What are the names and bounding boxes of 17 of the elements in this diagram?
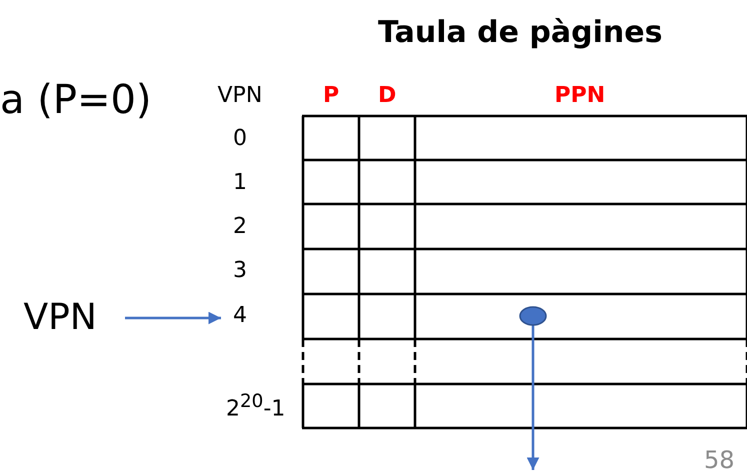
column-header: D [378,85,396,107]
page-number: 58 [704,448,735,472]
column-header: P [323,85,340,107]
pointer-dot [519,306,547,326]
row-number: 3 [233,260,247,282]
row-number: 2$^{20}$-1 [226,392,286,420]
column-header: PPN [554,85,606,107]
column-header: VPN [218,85,262,107]
row-number: 1 [233,172,247,194]
row-number: 4 [233,305,247,327]
row-number: 2 [233,216,247,238]
slide-text: a (P=0) [0,80,152,120]
arrow [125,312,221,324]
row-number: 0 [233,128,247,150]
arrow [526,325,540,470]
table-title: Taula de pàgines [378,18,662,48]
vpn-text: VPN [24,300,97,336]
